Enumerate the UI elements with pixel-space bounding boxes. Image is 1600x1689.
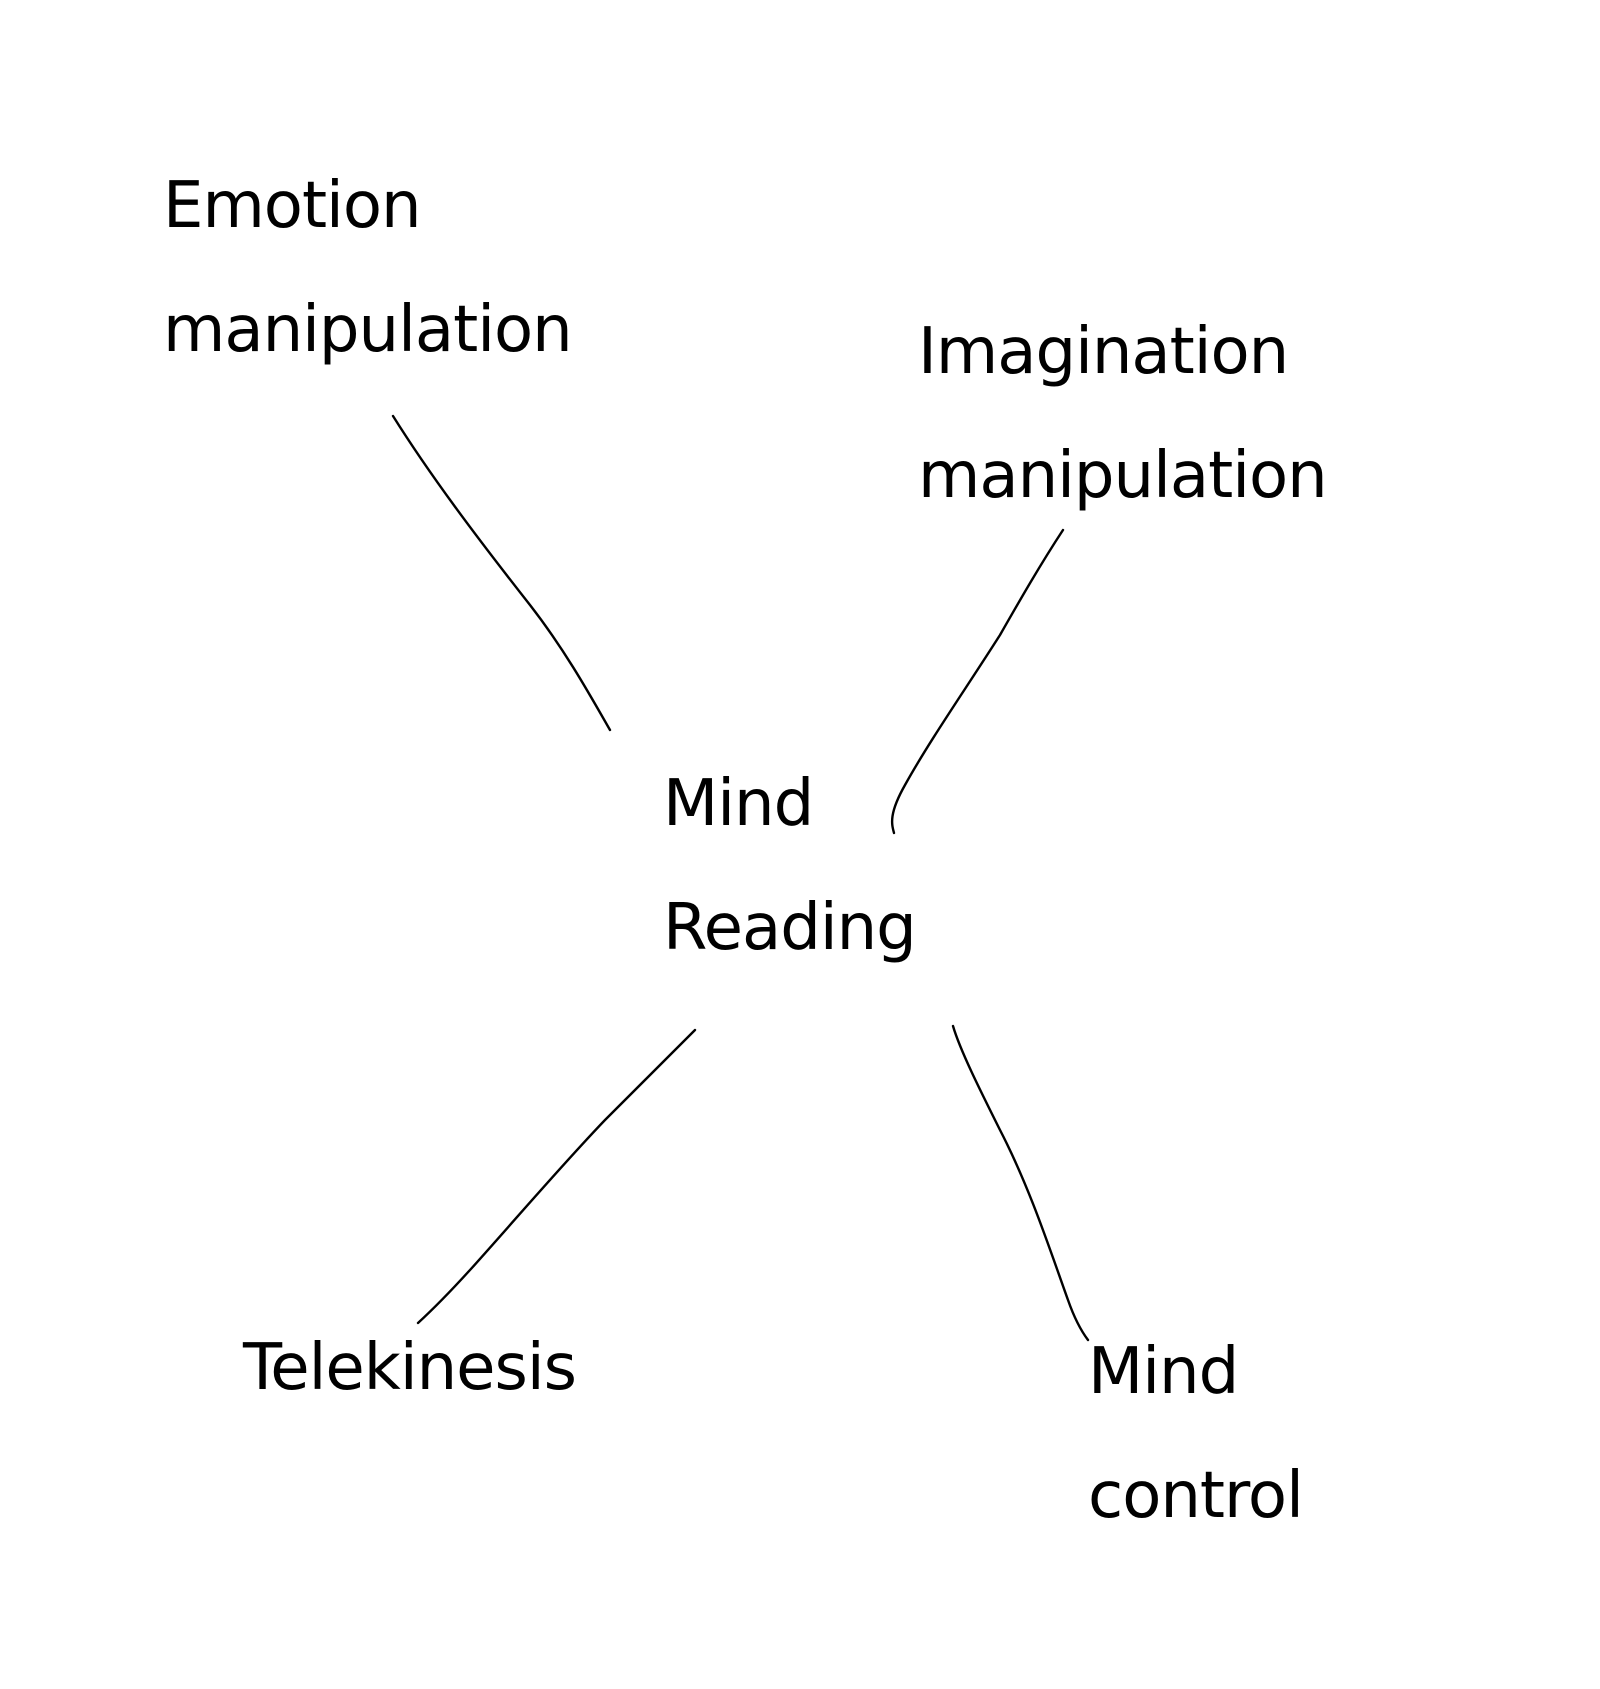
node-label-line: Mind: [663, 767, 814, 841]
node-label-line: control: [1088, 1459, 1304, 1533]
node-label-line: Imagination: [918, 315, 1289, 389]
node-center-mind-reading: Mind Reading: [663, 742, 917, 990]
connector-imagination: [890, 528, 1065, 835]
node-emotion-manipulation: Emotion manipulation: [163, 144, 573, 392]
node-label-line: Mind: [1088, 1335, 1239, 1409]
node-label-line: Emotion: [163, 169, 422, 243]
node-label-line: manipulation: [163, 293, 573, 367]
node-mind-control: Mind control: [1088, 1310, 1304, 1558]
node-label-line: Reading: [663, 891, 917, 965]
connector-mind-control: [951, 1024, 1090, 1342]
node-label-line: manipulation: [918, 439, 1328, 513]
connector-telekinesis: [416, 1028, 697, 1325]
connector-emotion: [391, 414, 612, 732]
node-label-line: Telekinesis: [243, 1331, 577, 1405]
node-imagination-manipulation: Imagination manipulation: [918, 290, 1328, 538]
node-telekinesis: Telekinesis: [243, 1306, 577, 1430]
